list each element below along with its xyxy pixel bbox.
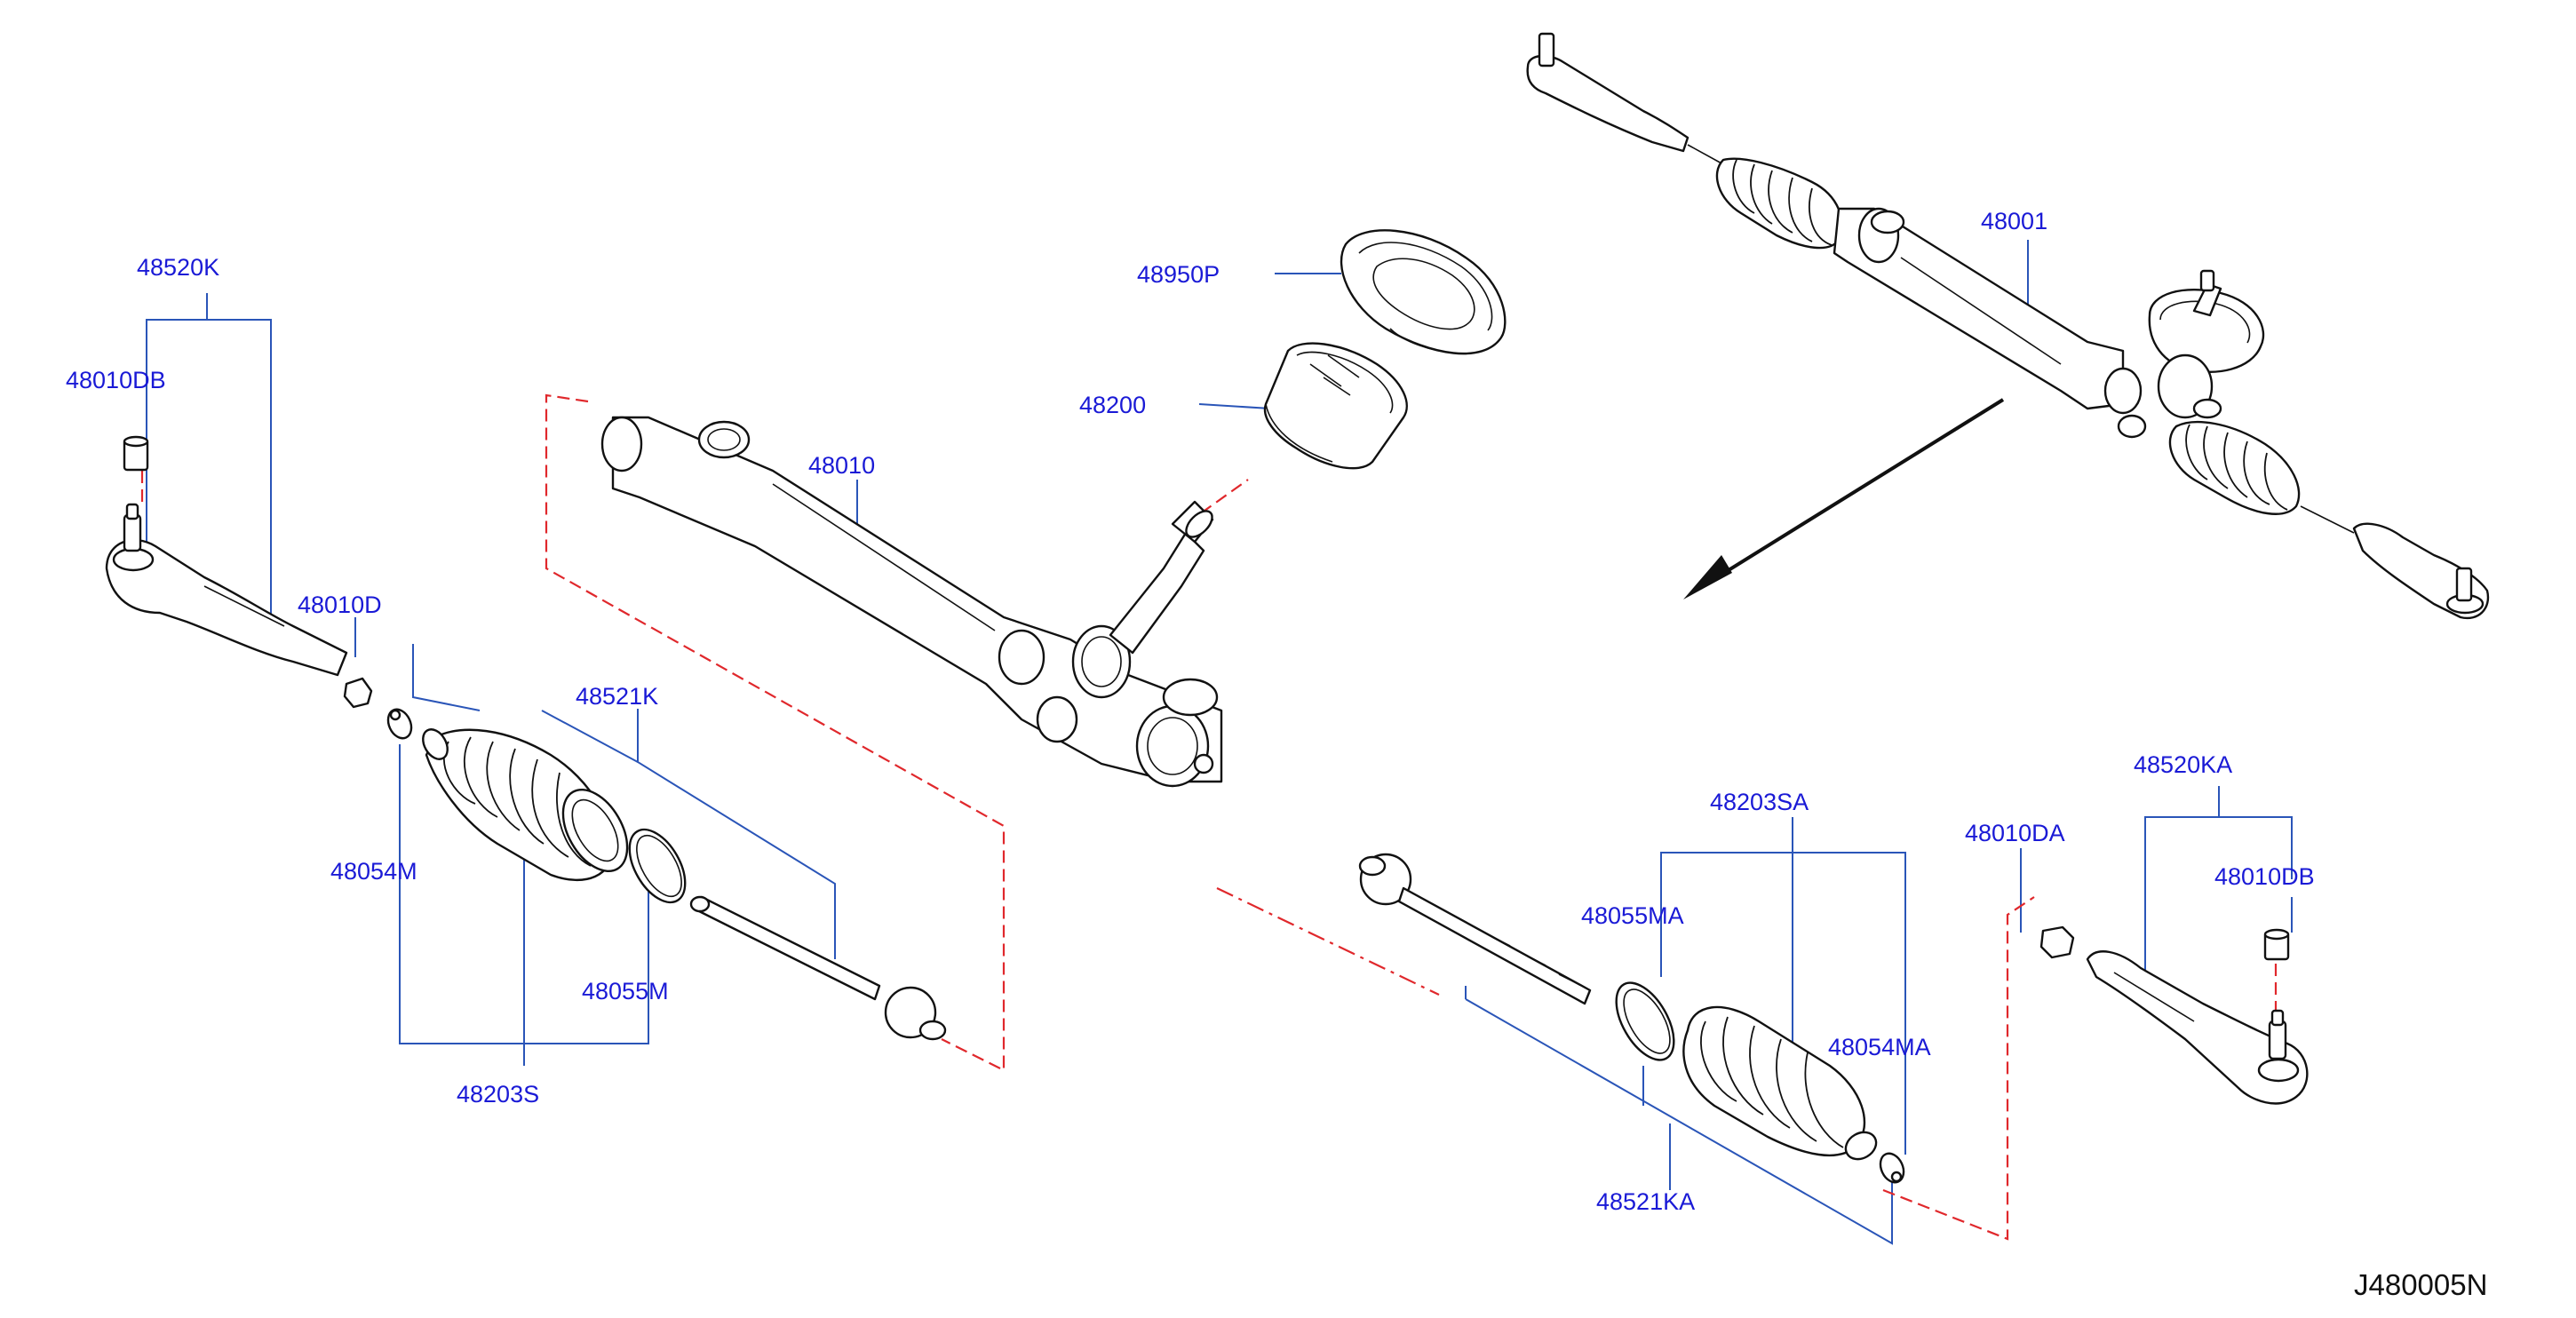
tie-rod-end-left <box>105 503 348 677</box>
rack-housing-48010 <box>600 416 1223 788</box>
nut-48010DB-right <box>2263 928 2290 961</box>
label-48521K: 48521K <box>576 683 658 710</box>
boot-48203SA <box>1682 1005 1878 1161</box>
label-48054MA: 48054MA <box>1828 1034 1931 1060</box>
cover-48200 <box>1263 342 1408 470</box>
label-48054M: 48054M <box>330 858 417 885</box>
label-48520K: 48520K <box>137 254 219 281</box>
drawing-code: J480005N <box>2354 1268 2487 1301</box>
part-labels: 48520K 48010DB 48010D 48521K 48054M 4805… <box>66 208 2315 1215</box>
grommet-48950P <box>1340 229 1507 355</box>
direction-arrow <box>1683 398 2005 599</box>
assembly-centerlines <box>140 393 2288 1241</box>
boot-clip-48054MA <box>1879 1152 1905 1184</box>
label-48010DB-left: 48010DB <box>66 367 166 393</box>
clamp-48055M <box>628 828 687 904</box>
label-48055M: 48055M <box>582 978 669 1004</box>
label-48950P: 48950P <box>1137 261 1220 288</box>
nut-48010DA <box>2039 925 2075 959</box>
label-48010DB-right: 48010DB <box>2214 863 2315 890</box>
nut-48010DB-left <box>123 435 149 472</box>
label-48203S: 48203S <box>457 1081 539 1108</box>
label-48055MA: 48055MA <box>1581 902 1684 929</box>
boot-clip-48054M <box>386 708 413 740</box>
label-48203SA: 48203SA <box>1710 789 1809 815</box>
label-48001: 48001 <box>1981 208 2047 234</box>
label-48010: 48010 <box>808 452 875 479</box>
boot-48203S <box>422 728 629 882</box>
nut-48010D <box>343 677 373 709</box>
label-48521KA: 48521KA <box>1596 1188 1695 1215</box>
tie-rod-end-right <box>2086 950 2309 1105</box>
label-48010DA: 48010DA <box>1965 820 2065 846</box>
clamp-48055MA <box>1615 981 1675 1061</box>
leader-lines <box>146 240 2293 1245</box>
inner-rod-right <box>1358 853 1592 1005</box>
label-48200: 48200 <box>1079 392 1146 418</box>
inner-rod-left <box>689 895 947 1041</box>
label-48010D: 48010D <box>298 592 382 618</box>
label-48520KA: 48520KA <box>2134 751 2232 778</box>
steering-gear-assembly-48001 <box>1526 32 2490 620</box>
